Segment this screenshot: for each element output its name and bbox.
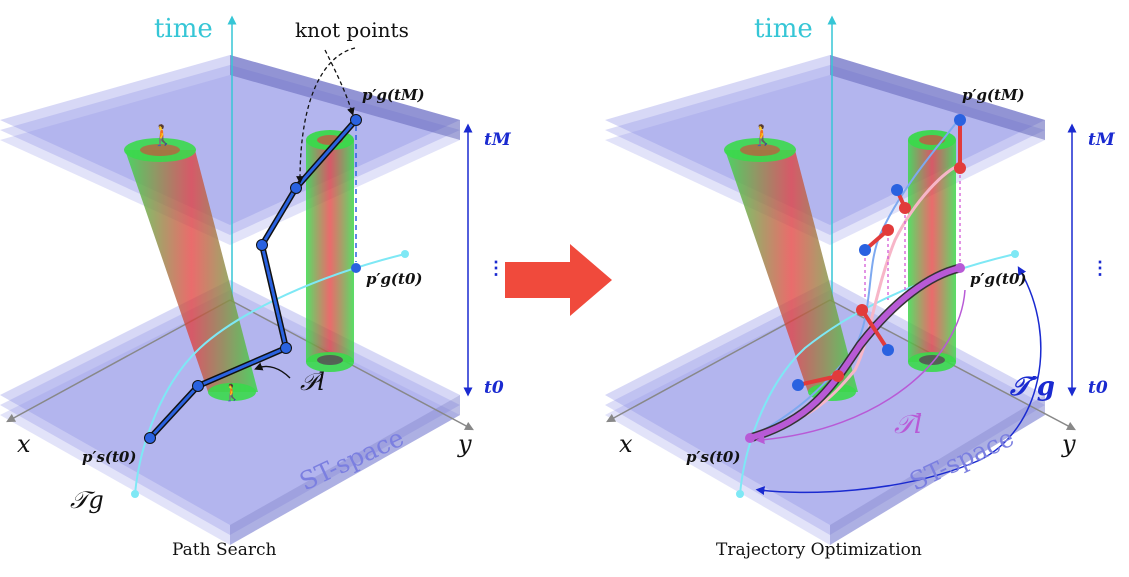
vertical-cylinder [306, 130, 354, 372]
start-label-right: p′s(t0) [686, 448, 741, 466]
x-label-left: x [17, 430, 31, 458]
path-label: 𝒫l [300, 368, 325, 396]
timeline-dots-left: ⋮ [487, 258, 505, 279]
svg-text:🚶: 🚶 [750, 123, 775, 147]
time-label-right: time [754, 14, 813, 44]
x-label-right: x [619, 430, 633, 458]
start-label-left: p′s(t0) [82, 448, 137, 466]
goal-start-label-left: p′g(t0) [366, 270, 423, 288]
knot-points-label: knot points [295, 18, 409, 42]
top-plane [0, 55, 460, 245]
y-label-right: y [1062, 430, 1076, 458]
pedestrian-icon-top: 🚶 [150, 123, 175, 147]
tm-label-right: tM [1088, 130, 1115, 150]
time-label-left: time [154, 14, 213, 44]
goal-end-label-right: p′g(tM) [962, 86, 1025, 104]
left-panel: 🚶 🚶 [0, 15, 474, 545]
t0-label-right: t0 [1088, 378, 1108, 398]
y-label-left: y [458, 430, 472, 458]
top-plane-right [605, 55, 1045, 245]
goal-end-label-left: p′g(tM) [362, 86, 425, 104]
goal-prime-trajectory-label: 𝒯′g [1010, 372, 1055, 402]
goal-trajectory-label: 𝒯g [70, 486, 104, 514]
pedestrian-cylinder [124, 138, 258, 401]
timeline-dots-right: ⋮ [1091, 258, 1109, 279]
caption-right: Trajectory Optimization [716, 540, 922, 560]
transition-arrow [505, 244, 612, 316]
goal-start-label-right: p′g(t0) [970, 270, 1027, 288]
caption-left: Path Search [172, 540, 277, 560]
pedestrian-icon-bottom: 🚶 [222, 383, 242, 402]
t0-label-left: t0 [484, 378, 504, 398]
vertical-cylinder-right [908, 130, 956, 372]
right-panel: 🚶 [605, 15, 1077, 545]
tm-label-left: tM [484, 130, 511, 150]
local-trajectory-label: 𝒯l [894, 410, 923, 440]
path-search [144, 114, 362, 444]
